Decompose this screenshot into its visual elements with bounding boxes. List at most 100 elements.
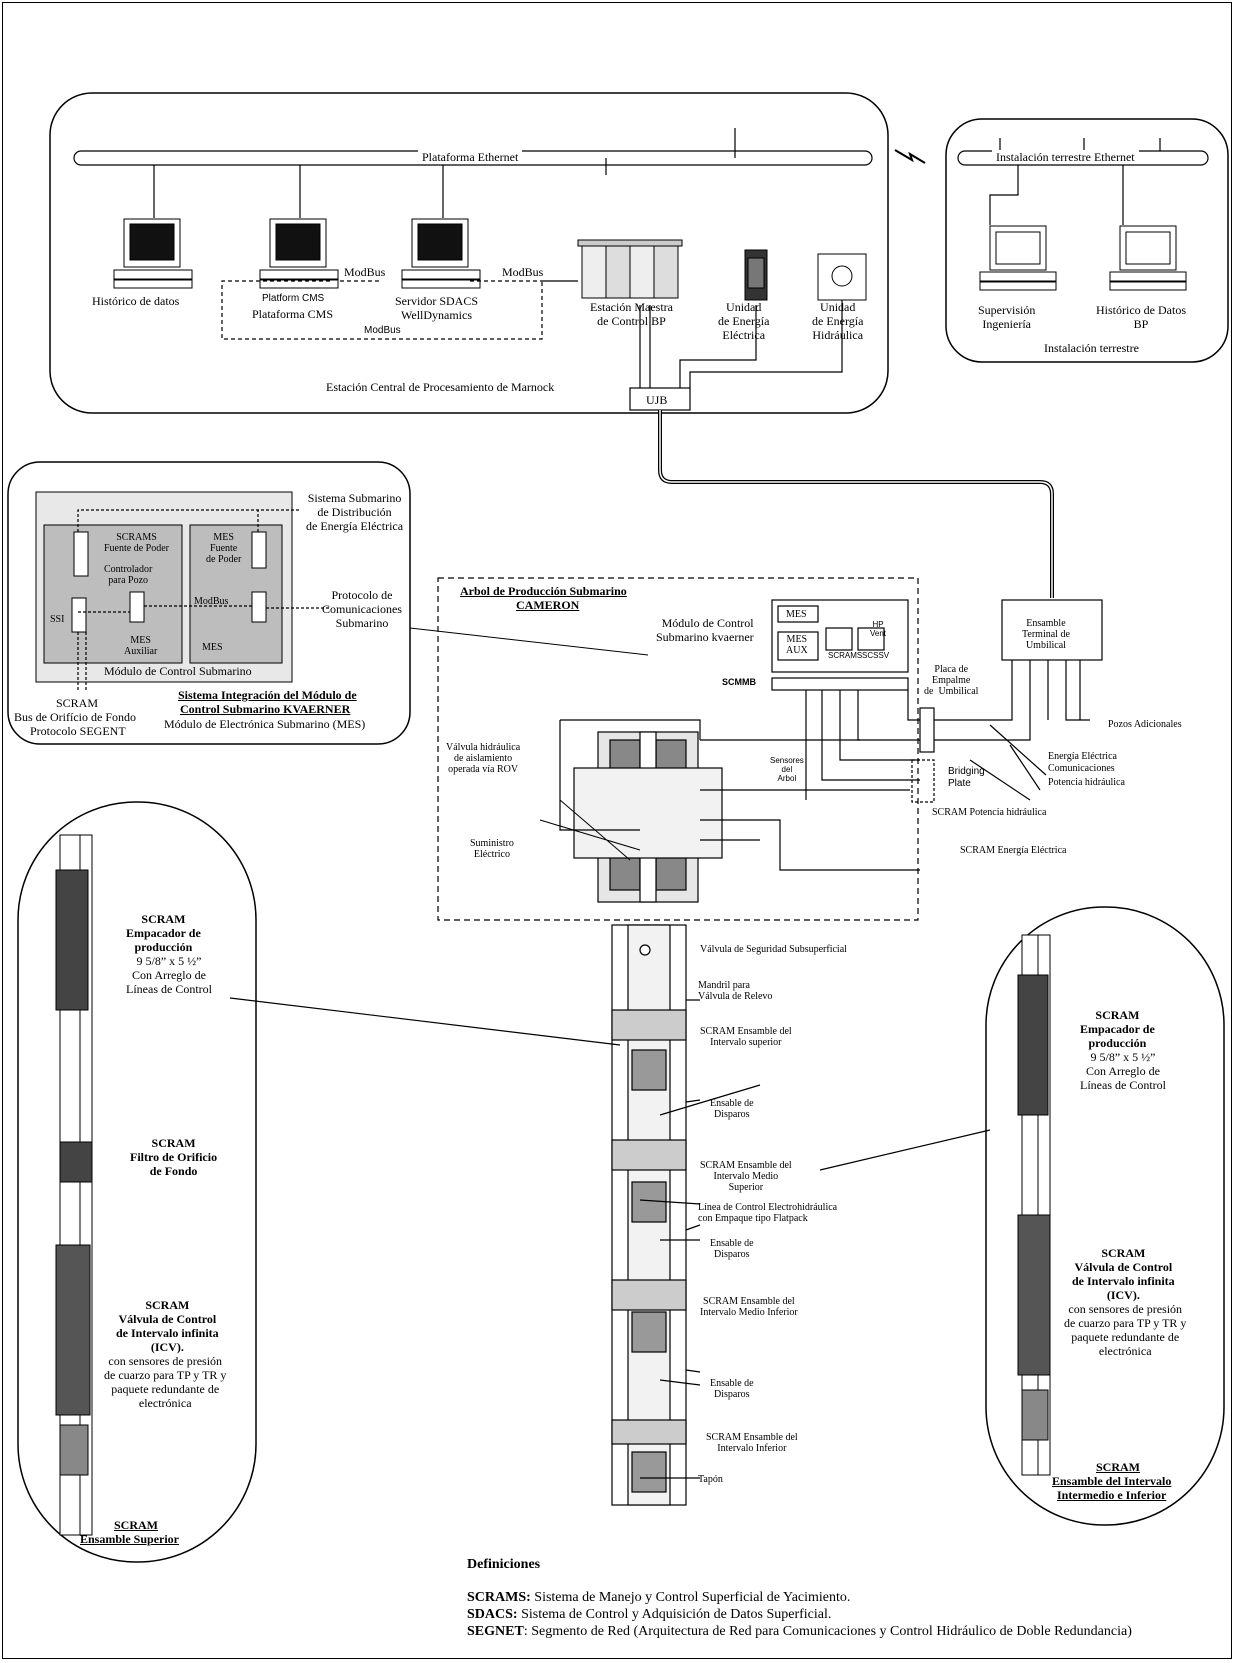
bridging-plate-label: Bridging Plate [948, 766, 985, 790]
well-tubing [612, 925, 686, 1505]
scmmb-label: SCMMB [722, 678, 756, 687]
intervalo-inferior-label: SCRAM Ensamble del Intervalo Inferior [706, 1432, 798, 1454]
segent-label: Protocolo SEGENT [30, 724, 126, 738]
tree-mes-aux-label: MES AUX [786, 634, 808, 656]
right-assembly-title-2: Ensamble del Intervalo Intermedio e Infe… [1052, 1474, 1171, 1502]
mandril-label: Mandril para Válvula de Relevo [698, 980, 772, 1002]
supervision-label: Supervisión Ingeniería [978, 303, 1035, 331]
right-icv-desc-label: con sensores de presión de cuarzo para T… [1064, 1302, 1186, 1358]
kvaerner-mes-label: MES [202, 642, 223, 653]
ssi-label: SSI [50, 614, 64, 625]
right-pointer [820, 1130, 990, 1170]
right-empacador-size-label: 9 5/8” x 5 ½” Con Arreglo de Líneas de C… [1080, 1050, 1166, 1092]
left-empacador-size-label: 9 5/8” x 5 ½” Con Arreglo de Líneas de C… [126, 954, 212, 996]
scram-potencia-label: SCRAM Potencia hidráulica [932, 807, 1046, 818]
potencia-hidraulica-label: Potencia hidráulica [1048, 777, 1125, 788]
mes-auxiliar-label: MES Auxiliar [124, 635, 157, 657]
unidad-hidraulica-label: Unidad de Energía Hidráulica [812, 300, 863, 342]
unidad-electrica-label: Unidad de Energía Eléctrica [718, 300, 769, 342]
tree-mes-label: MES [786, 609, 807, 620]
hp-vent-label: HP Vent [870, 620, 886, 638]
computer-supervision [980, 226, 1056, 290]
historico-bp-label: Histórico de Datos BP [1096, 303, 1186, 331]
definition-item: SEGNET: Segmento de Red (Arquitectura de… [467, 1623, 1132, 1640]
left-pointer [230, 998, 620, 1045]
link-zigzag [895, 150, 925, 163]
scram-bus-title: SCRAM [56, 696, 98, 710]
platform-cms-small-label: Platform CMS [262, 294, 324, 303]
ethernet-drops [154, 128, 735, 218]
valvula-seguridad-label: Válvula de Seguridad Subsuperficial [700, 944, 847, 955]
definition-item: SDACS: Sistema de Control y Adquisición … [467, 1606, 1132, 1623]
onshore-title: Instalación terrestre [1044, 341, 1139, 355]
definitions: Definiciones SCRAMS: Sistema de Manejo y… [467, 1556, 1132, 1640]
right-assembly-title-1: SCRAM [1096, 1460, 1140, 1474]
electric-unit-icon [745, 250, 767, 300]
disparos-label-1: Ensable de Disparos [710, 1098, 754, 1120]
ensamble-terminal-label: Ensamble Terminal de Umbilical [1022, 618, 1070, 651]
left-assembly-title-2: Ensamble Superior [80, 1532, 179, 1546]
historico-label: Histórico de datos [92, 294, 179, 308]
tree-body [540, 720, 860, 902]
right-empacador-label: SCRAM Empacador de producción [1080, 1008, 1155, 1050]
tree-pipes [700, 790, 920, 870]
modbus-label-3: ModBus [364, 326, 401, 335]
tapon-label: Tapón [698, 1474, 723, 1485]
protocolo-label: Protocolo de Comunicaciones Submarino [322, 588, 402, 630]
valvula-rov-label: Válvula hidráulica de aislamiento operad… [446, 742, 520, 775]
modulo-control-label: Módulo de Control Submarino [104, 664, 252, 678]
estacion-maestra-label: Estación Maestra de Control BP [590, 300, 673, 328]
kvaerner-modbus-label: ModBus [194, 596, 228, 607]
umbilical [660, 410, 1052, 598]
scram-energia-label: SCRAM Energía Eléctrica [960, 845, 1066, 856]
scmmb-bar [772, 678, 908, 690]
linea-control-label: Línea de Control Electrohidráulica con E… [698, 1202, 837, 1224]
pozos-adicionales-label: Pozos Adicionales [1108, 719, 1182, 730]
master-station-cabinets [578, 240, 682, 298]
sistema-distribucion-label: Sistema Submarino de Distribución de Ene… [306, 491, 403, 533]
tree-scssv-label: SCSSV [862, 651, 889, 660]
placa-empalme-label: Placa de Empalme de Umbilical [924, 664, 978, 697]
left-icv-desc-label: con sensores de presión de cuarzo para T… [104, 1354, 226, 1410]
definition-item: SCRAMS: Sistema de Manejo y Control Supe… [467, 1589, 1132, 1606]
left-icv-label: SCRAM Válvula de Control de Intervalo in… [116, 1298, 219, 1354]
intervalo-medio-inferior-label: SCRAM Ensamble del Intervalo Medio Infer… [700, 1296, 798, 1318]
suministro-label: Suministro Eléctrico [470, 838, 514, 860]
tree-scrams-label: SCRAMS [828, 651, 862, 660]
platform-ethernet-label: Plataforma Ethernet [418, 150, 522, 164]
modbus-label-1: ModBus [344, 265, 385, 279]
right-tool-string [1018, 935, 1050, 1475]
computer-historico [114, 219, 192, 288]
scrams-fuente-label: SCRAMS Fuente de Poder [104, 532, 169, 554]
computer-historico-bp [1110, 226, 1186, 290]
disparos-label-3: Ensable de Disparos [710, 1378, 754, 1400]
disparos-label-2: Ensable de Disparos [710, 1238, 754, 1260]
plataforma-cms-label: Plataforma CMS [252, 307, 333, 321]
central-station-label: Estación Central de Procesamiento de Mar… [326, 380, 554, 394]
computer-cms [260, 219, 338, 288]
left-empacador-label: SCRAM Empacador de producción [126, 912, 201, 954]
energia-electrica-label: Energía Eléctrica [1048, 751, 1117, 762]
onshore-ethernet-label: Instalación terrestre Ethernet [992, 150, 1139, 164]
mes-full-label: Módulo de Electrónica Submarino (MES) [164, 717, 365, 731]
tree-title-1: Arbol de Producción Submarino [460, 584, 627, 598]
modulo-kvaerner-label: Módulo de Control Submarino kvaerner [656, 616, 754, 644]
right-icv-label: SCRAM Válvula de Control de Intervalo in… [1072, 1246, 1175, 1302]
left-tool-string [56, 835, 92, 1535]
tree-title-2: CAMERON [516, 598, 579, 612]
computer-sdacs [402, 219, 480, 288]
servidor-sdacs-label: Servidor SDACS WellDynamics [395, 294, 478, 322]
controlador-label: Controlador para Pozo [104, 564, 152, 586]
definitions-heading: Definiciones [467, 1556, 1132, 1573]
left-filtro-label: SCRAM Filtro de Orificio de Fondo [130, 1136, 217, 1178]
intervalo-medio-superior-label: SCRAM Ensamble del Intervalo Medio Super… [700, 1160, 792, 1193]
hydraulic-unit-icon [818, 254, 866, 300]
intervalo-superior-label: SCRAM Ensamble del Intervalo superior [700, 1026, 792, 1048]
sensores-arbol-label: Sensores del Arbol [770, 756, 804, 783]
bus-label: Bus de Orifício de Fondo [14, 710, 136, 724]
left-assembly-title-1: SCRAM [114, 1518, 158, 1532]
kvaerner-title-1: Sistema Integración del Módulo de [178, 688, 357, 702]
comunicaciones-label: Comunicaciones [1048, 763, 1115, 774]
bridging-plate [912, 760, 934, 802]
